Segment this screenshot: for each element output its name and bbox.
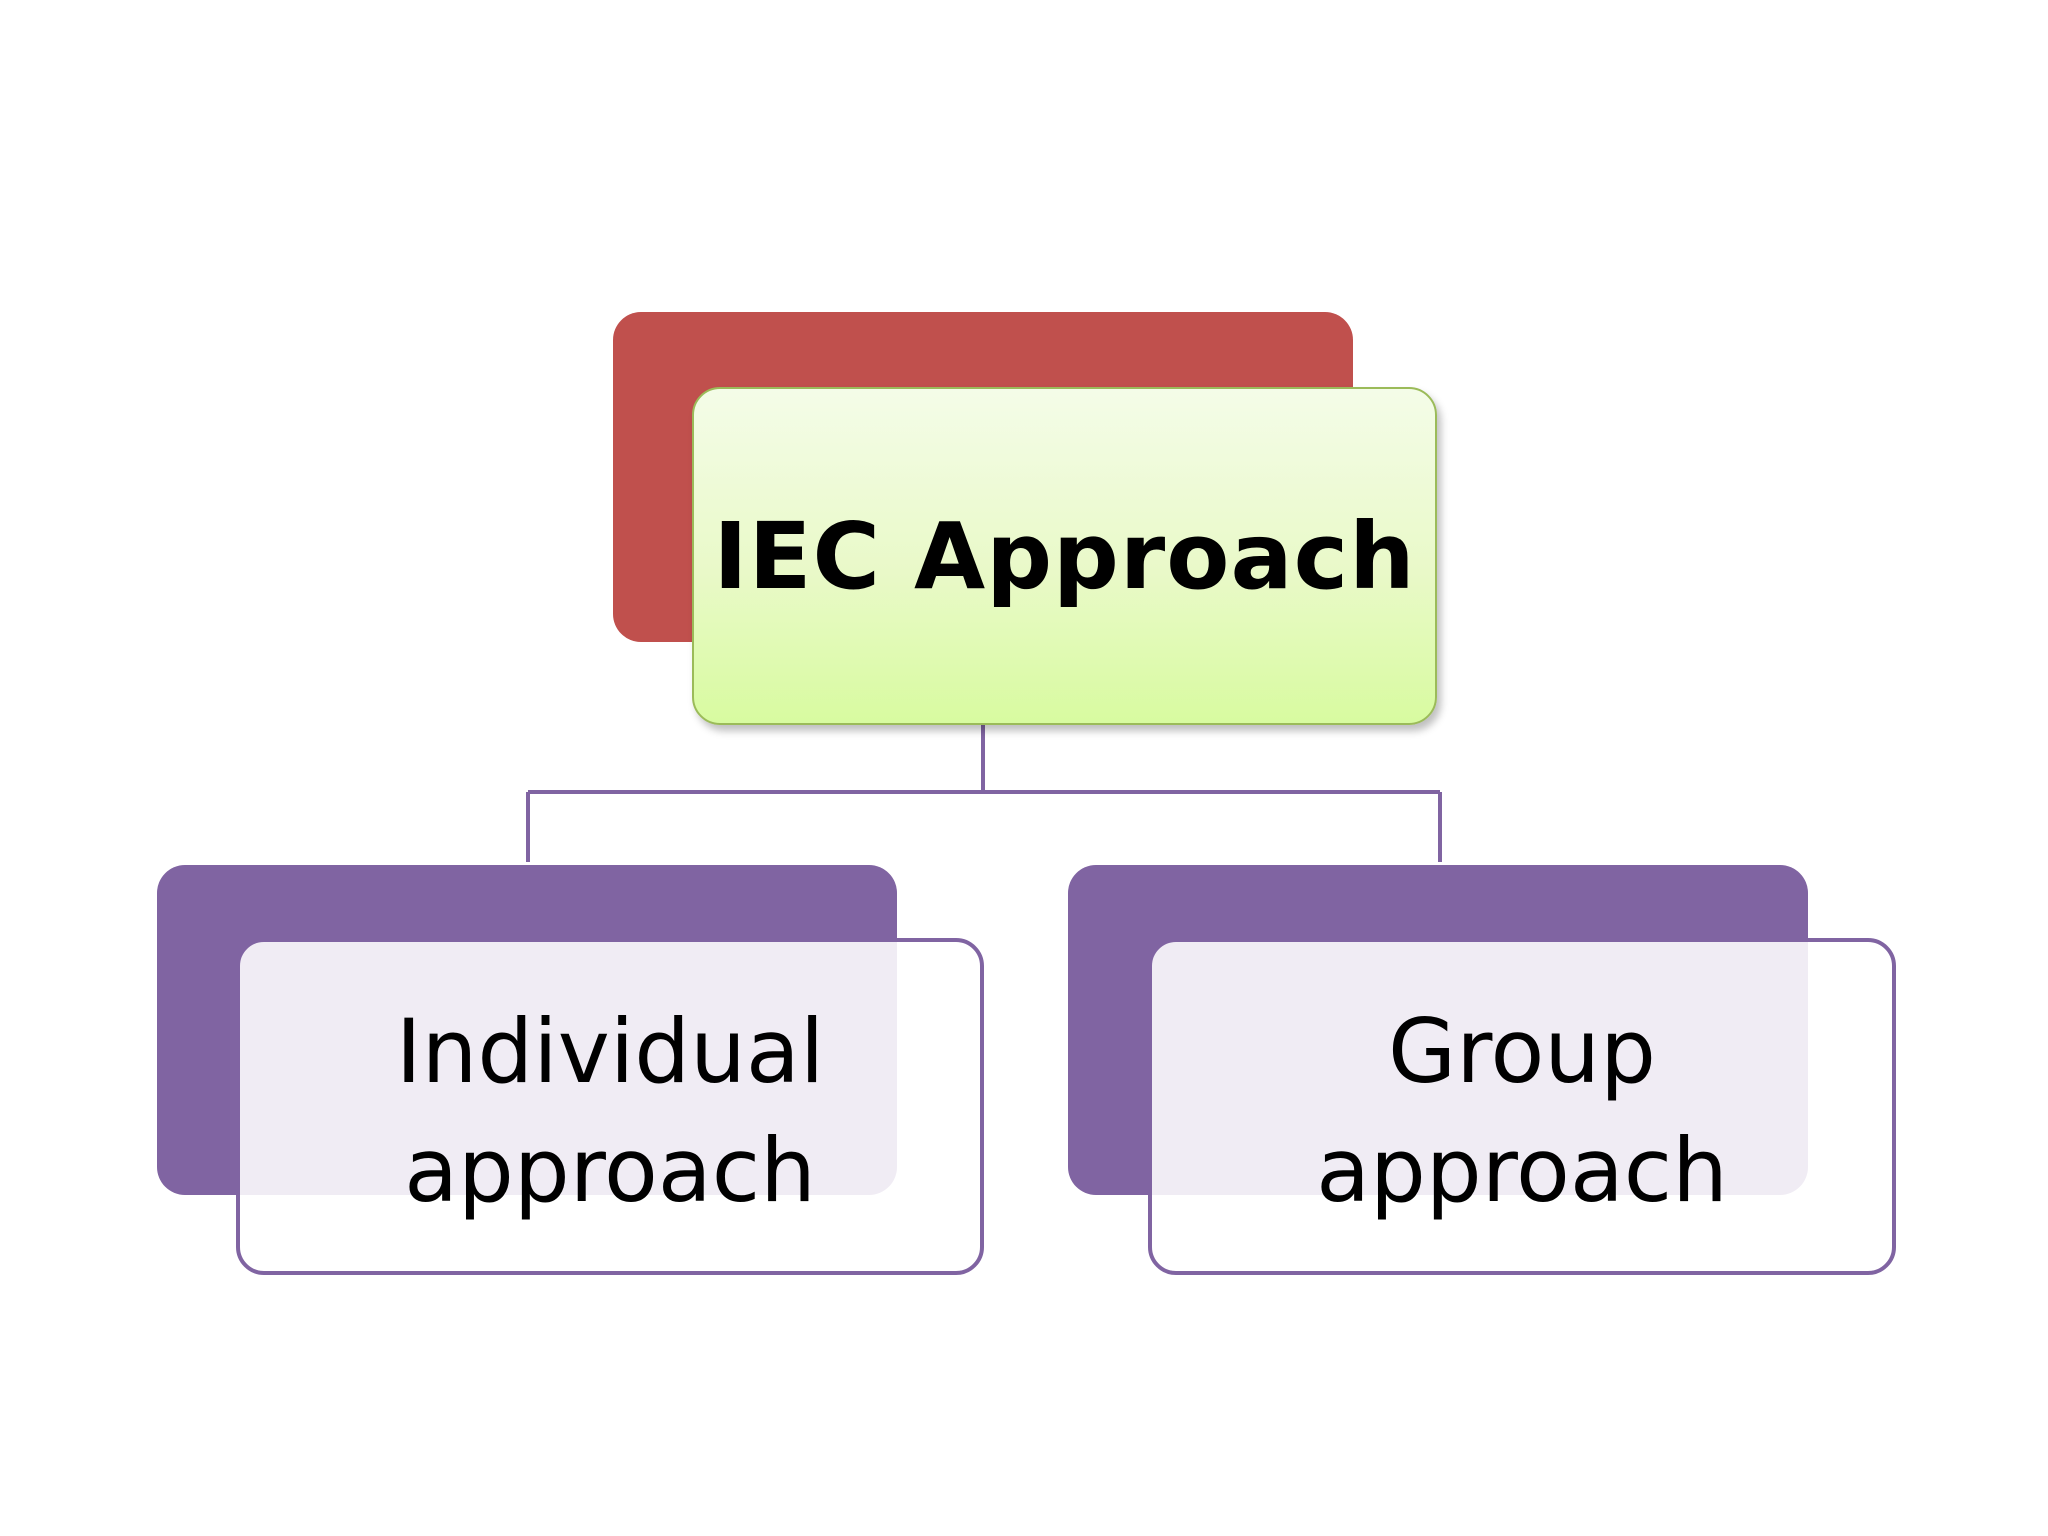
child-node-label: Individual approach (395, 999, 825, 1222)
root-node-label: IEC Approach (713, 502, 1416, 610)
root-node-iec-approach: IEC Approach (692, 387, 1437, 725)
child-node-group-approach: Group approach (1148, 938, 1896, 1275)
child-node-label: Group approach (1316, 999, 1728, 1222)
child-node-individual-approach: Individual approach (236, 938, 984, 1275)
